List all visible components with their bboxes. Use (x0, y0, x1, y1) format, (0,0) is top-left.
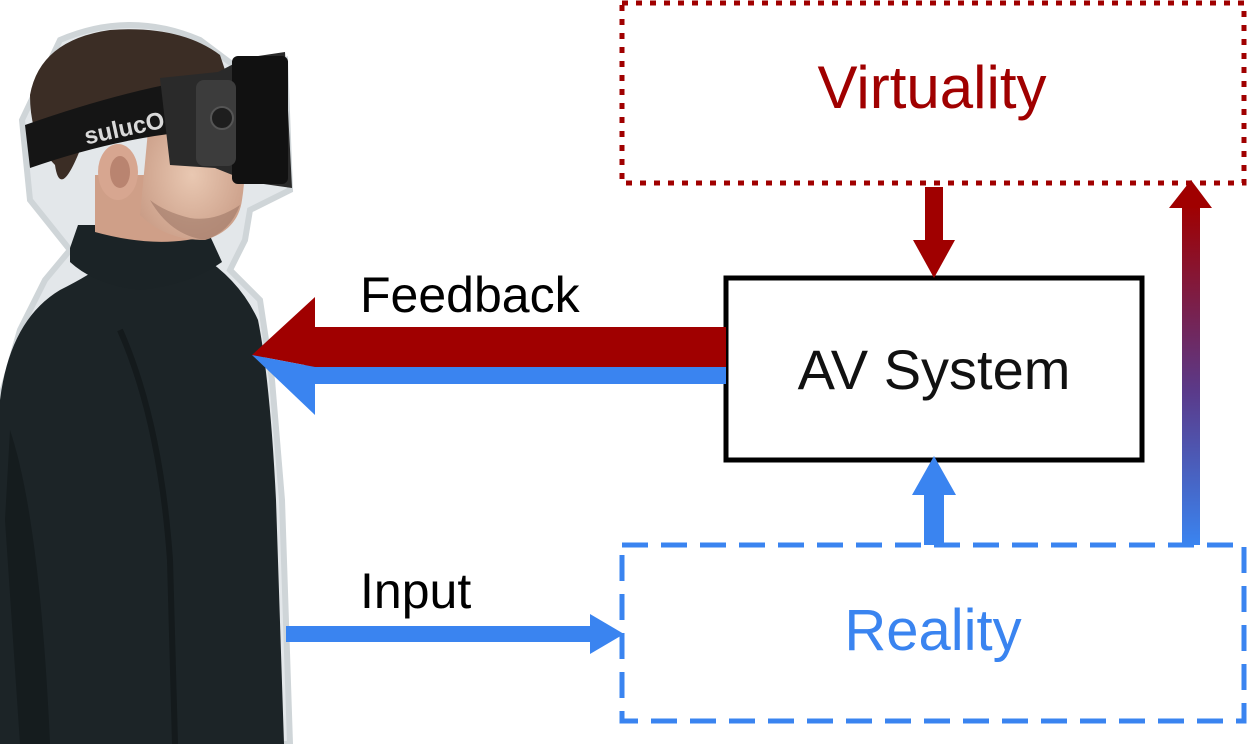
input-label: Input (360, 563, 472, 619)
reality-to-virtuality-arrow (1169, 180, 1212, 545)
av-system-label: AV System (797, 338, 1071, 401)
virtuality-to-av-arrow (913, 187, 955, 278)
reality-to-av-arrow (912, 456, 956, 545)
feedback-arrow (252, 297, 726, 415)
virtuality-label: Virtuality (817, 54, 1047, 121)
virtuality-box (619, 0, 1247, 186)
feedback-label: Feedback (360, 267, 580, 323)
reality-label: Reality (844, 598, 1022, 663)
input-arrow (286, 614, 624, 654)
person-illustration: sulucO (0, 22, 294, 747)
